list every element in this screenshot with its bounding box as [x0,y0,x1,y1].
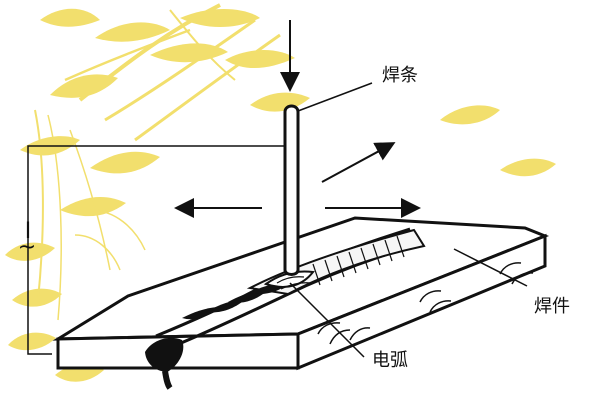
direction-arrows [174,20,421,218]
welding-circuit: ~ I [18,145,284,355]
arc-area [145,270,315,390]
arc-label: 电弧 [372,350,408,371]
workpiece-label: 焊件 [534,296,570,317]
diagonal-arrow [321,142,396,183]
electrode-label: 焊条 [382,65,418,86]
workpiece [52,216,550,371]
leader-lines [289,82,528,358]
ac-symbol: ~ [18,235,36,260]
background-bamboo-art [5,3,556,382]
switch-mark: I [25,219,32,244]
electrode [283,104,300,276]
